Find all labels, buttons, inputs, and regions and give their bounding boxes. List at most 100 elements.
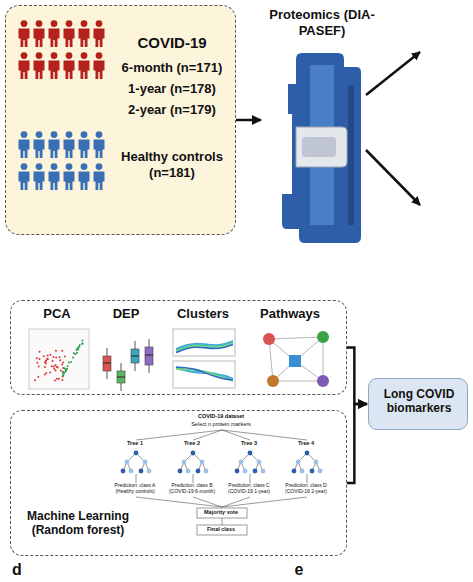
tree-node (305, 451, 310, 456)
output-arrow (366, 52, 420, 95)
pca-dot (67, 365, 69, 367)
node-text: 6-month (n=171) (112, 60, 232, 76)
pca-dot (34, 379, 36, 381)
person-icon (21, 52, 28, 59)
tree-link (307, 474, 308, 483)
person-icon (21, 163, 28, 170)
node-text: Machine Learning (Random forest) (17, 509, 139, 538)
tree-label: Final class (191, 526, 251, 532)
person-icon (93, 61, 104, 80)
pca-dot (36, 357, 38, 359)
tree-node (134, 451, 139, 456)
tree-node (125, 460, 130, 465)
pca-dot (62, 374, 64, 376)
person-icon (78, 29, 89, 48)
pca-dot (76, 352, 78, 354)
pca-dot (59, 359, 61, 361)
tree-node (314, 460, 319, 465)
pca-dot (55, 357, 57, 359)
pathway-link (269, 339, 273, 381)
pca-dot (39, 351, 41, 353)
tree-label: Majority vote (191, 509, 251, 515)
pca-dot (53, 368, 55, 370)
pca-dot (43, 355, 45, 357)
instrument-slot (296, 127, 347, 167)
pca-dot (36, 362, 38, 364)
person-icon (36, 131, 43, 138)
pca-dot (81, 343, 83, 345)
tree-node (204, 469, 209, 474)
tree-link (193, 430, 222, 440)
person-icon (36, 163, 43, 170)
pca-dot (77, 346, 79, 348)
pathway-node (317, 375, 329, 387)
tree-node (186, 469, 191, 474)
pathway-node (317, 331, 329, 343)
tree-node (253, 469, 258, 474)
boxplot-median (131, 356, 139, 357)
pca-dot (49, 371, 51, 373)
vote-link (193, 497, 222, 507)
boxplot-median (145, 355, 153, 356)
tree-label: Tree 3 (229, 440, 269, 446)
pca-dot (64, 355, 66, 357)
pca-dot (73, 352, 75, 354)
pca-dot (81, 339, 83, 341)
pca-dot (76, 349, 78, 351)
person-icon (64, 29, 75, 48)
boxplot-box (131, 349, 139, 363)
tree-label: Tree 4 (286, 440, 326, 446)
person-icon (81, 52, 88, 59)
boxplot-box (103, 356, 111, 371)
person-icon (81, 131, 88, 138)
boxplot-median (103, 363, 111, 364)
output-arrow (366, 150, 420, 205)
boxplot-box (117, 371, 125, 383)
connector-arrow (347, 404, 367, 483)
node-text: Healthy controls (n=181) (112, 149, 232, 180)
tree-node (239, 460, 244, 465)
person-icon (66, 131, 73, 138)
pca-dot (54, 379, 56, 381)
tree-node (310, 469, 315, 474)
pca-dot (47, 358, 49, 360)
pca-dot (39, 358, 41, 360)
tree-node (200, 460, 205, 465)
person-icon (36, 20, 43, 27)
pca-dot (64, 371, 66, 373)
tree-node (139, 469, 144, 474)
pca-dot (44, 366, 46, 368)
tree-node (191, 451, 196, 456)
tree-link (193, 474, 194, 483)
person-icon (96, 52, 103, 59)
cluster-frame (173, 329, 235, 356)
connector-arrow (347, 348, 367, 405)
pca-dot (53, 366, 55, 368)
pca-dot (51, 365, 53, 367)
pca-dot (45, 372, 47, 374)
pca-dot (72, 357, 74, 359)
boxplot-box (145, 347, 153, 365)
pca-frame (29, 329, 89, 389)
person-icon (51, 20, 58, 27)
pca-dot (55, 370, 57, 372)
node-text: DEP (95, 306, 157, 322)
pca-dot (52, 356, 54, 358)
tree-label: Prediction: class A (Healthy controls) (108, 483, 162, 495)
person-icon (93, 29, 104, 48)
node-text: Long COVID biomarkers (375, 387, 463, 416)
tree-node (300, 469, 305, 474)
tree-node (261, 469, 266, 474)
panel-letter: d (10, 561, 24, 579)
instrument: Proteomics (DIA-PASEF) (262, 5, 386, 250)
person-icon (49, 61, 60, 80)
person-icon (19, 140, 30, 159)
pathway-link (269, 337, 323, 339)
pca-dot (38, 365, 40, 367)
tree-node (243, 469, 248, 474)
person-icon (64, 140, 75, 159)
pca-dot (70, 361, 72, 363)
tree-node (318, 469, 323, 474)
pca-dot (77, 348, 79, 350)
pathway-link (323, 337, 324, 381)
